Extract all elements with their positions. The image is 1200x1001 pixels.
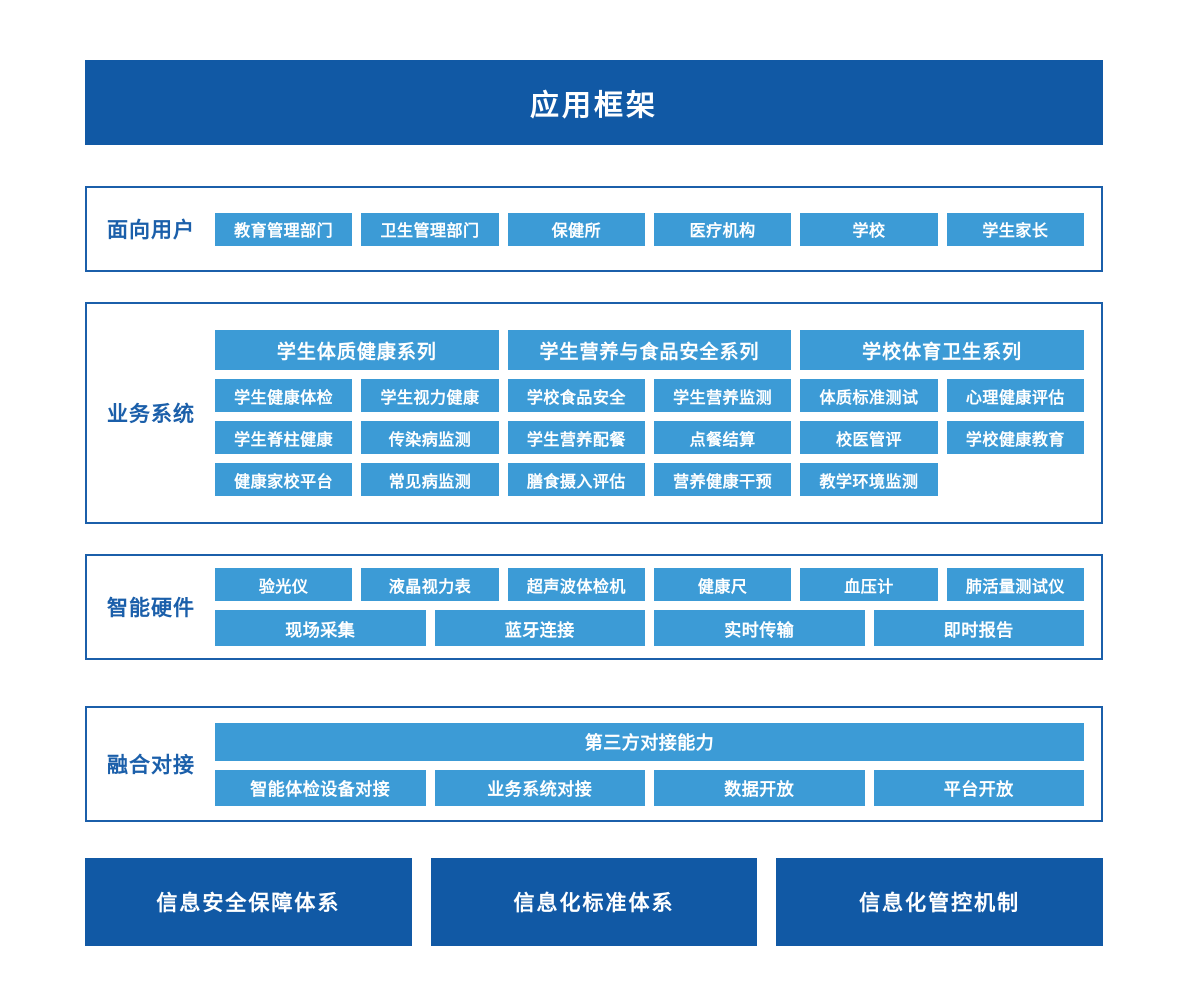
fusion-banner-row: 第三方对接能力 (215, 722, 1084, 761)
business-module-chip[interactable]: 学校食品安全 (507, 379, 645, 412)
fusion-item-chip[interactable]: 数据开放 (654, 769, 865, 806)
fusion-item-chip[interactable]: 业务系统对接 (434, 769, 645, 806)
hardware-capability-row: 现场采集 蓝牙连接 实时传输 即时报告 (215, 610, 1084, 646)
fusion-item-chip[interactable]: 智能体检设备对接 (215, 769, 426, 806)
business-module-row: 学生健康体检 学生视力健康 学校食品安全 学生营养监测 体质标准测试 心理健康评… (215, 379, 1084, 412)
business-module-chip[interactable]: 学生脊柱健康 (215, 421, 353, 454)
business-module-chip[interactable]: 学校健康教育 (946, 421, 1084, 454)
hardware-device-chip[interactable]: 肺活量测试仪 (946, 568, 1084, 601)
hardware-capability-chip[interactable]: 蓝牙连接 (434, 610, 645, 646)
hardware-device-chip[interactable]: 血压计 (800, 568, 938, 601)
user-chip[interactable]: 医疗机构 (653, 212, 792, 246)
foundation-box[interactable]: 信息化管控机制 (776, 858, 1103, 946)
fusion-item-row: 智能体检设备对接 业务系统对接 数据开放 平台开放 (215, 769, 1084, 806)
smart-hardware-section-label: 智能硬件 (107, 597, 195, 620)
business-series-header-row: 学生体质健康系列 学生营养与食品安全系列 学校体育卫生系列 (215, 330, 1084, 370)
page-title: 应用框架 (85, 60, 1103, 145)
foundation-box[interactable]: 信息安全保障体系 (85, 858, 412, 946)
business-module-chip[interactable]: 健康家校平台 (215, 463, 353, 496)
business-systems-section: 业务系统 学生体质健康系列 学生营养与食品安全系列 学校体育卫生系列 学生健康体… (85, 302, 1103, 524)
hardware-capability-chip[interactable]: 实时传输 (654, 610, 865, 646)
foundation-strip: 信息安全保障体系 信息化标准体系 信息化管控机制 (85, 858, 1103, 946)
business-module-chip[interactable]: 心理健康评估 (946, 379, 1084, 412)
user-chip[interactable]: 保健所 (507, 212, 645, 246)
business-module-chip[interactable]: 校医管评 (800, 421, 938, 454)
hardware-capability-chip[interactable]: 即时报告 (873, 610, 1084, 646)
business-module-chip[interactable]: 点餐结算 (653, 421, 792, 454)
business-series-header[interactable]: 学生营养与食品安全系列 (507, 330, 792, 370)
business-module-row: 学生脊柱健康 传染病监测 学生营养配餐 点餐结算 校医管评 学校健康教育 (215, 421, 1084, 454)
users-section-label: 面向用户 (107, 219, 195, 242)
business-module-chip[interactable]: 膳食摄入评估 (507, 463, 645, 496)
business-series-header[interactable]: 学生体质健康系列 (215, 330, 499, 370)
business-module-chip[interactable]: 学生健康体检 (215, 379, 353, 412)
business-module-chip[interactable]: 教学环境监测 (800, 463, 938, 496)
user-chip[interactable]: 学校 (800, 212, 938, 246)
fusion-item-chip[interactable]: 平台开放 (873, 769, 1084, 806)
smart-hardware-section: 智能硬件 验光仪 液晶视力表 超声波体检机 健康尺 血压计 肺活量测试仪 现场采… (85, 554, 1103, 660)
users-chip-row: 教育管理部门 卫生管理部门 保健所 医疗机构 学校 学生家长 (215, 212, 1084, 246)
user-chip[interactable]: 教育管理部门 (215, 212, 353, 246)
smart-hardware-section-body: 验光仪 液晶视力表 超声波体检机 健康尺 血压计 肺活量测试仪 现场采集 蓝牙连… (215, 558, 1101, 656)
business-module-chip[interactable]: 学生视力健康 (361, 379, 499, 412)
fusion-docking-section-label: 融合对接 (107, 754, 195, 777)
fusion-banner-chip[interactable]: 第三方对接能力 (215, 722, 1084, 761)
business-module-chip[interactable]: 传染病监测 (361, 421, 499, 454)
user-chip[interactable]: 学生家长 (946, 212, 1084, 246)
users-section-body: 教育管理部门 卫生管理部门 保健所 医疗机构 学校 学生家长 (215, 212, 1101, 246)
fusion-docking-section-body: 第三方对接能力 智能体检设备对接 业务系统对接 数据开放 平台开放 (215, 711, 1101, 818)
business-systems-section-body: 学生体质健康系列 学生营养与食品安全系列 学校体育卫生系列 学生健康体检 学生视… (215, 318, 1101, 508)
users-section: 面向用户 教育管理部门 卫生管理部门 保健所 医疗机构 学校 学生家长 (85, 186, 1103, 272)
business-module-row: 健康家校平台 常见病监测 膳食摄入评估 营养健康干预 教学环境监测 (215, 463, 1084, 496)
foundation-box[interactable]: 信息化标准体系 (430, 858, 758, 946)
business-module-chip[interactable]: 学生营养配餐 (507, 421, 645, 454)
hardware-device-chip[interactable]: 超声波体检机 (507, 568, 645, 601)
fusion-docking-section: 融合对接 第三方对接能力 智能体检设备对接 业务系统对接 数据开放 平台开放 (85, 706, 1103, 822)
user-chip[interactable]: 卫生管理部门 (361, 212, 499, 246)
business-systems-section-label: 业务系统 (107, 403, 195, 426)
business-module-chip-empty (947, 463, 1084, 496)
hardware-device-row: 验光仪 液晶视力表 超声波体检机 健康尺 血压计 肺活量测试仪 (215, 568, 1084, 601)
business-module-chip[interactable]: 体质标准测试 (800, 379, 938, 412)
hardware-capability-chip[interactable]: 现场采集 (215, 610, 426, 646)
hardware-device-chip[interactable]: 液晶视力表 (361, 568, 499, 601)
hardware-device-chip[interactable]: 验光仪 (215, 568, 353, 601)
business-module-chip[interactable]: 营养健康干预 (653, 463, 792, 496)
business-module-chip[interactable]: 学生营养监测 (653, 379, 792, 412)
business-module-chip[interactable]: 常见病监测 (361, 463, 499, 496)
business-series-header[interactable]: 学校体育卫生系列 (800, 330, 1084, 370)
hardware-device-chip[interactable]: 健康尺 (653, 568, 792, 601)
